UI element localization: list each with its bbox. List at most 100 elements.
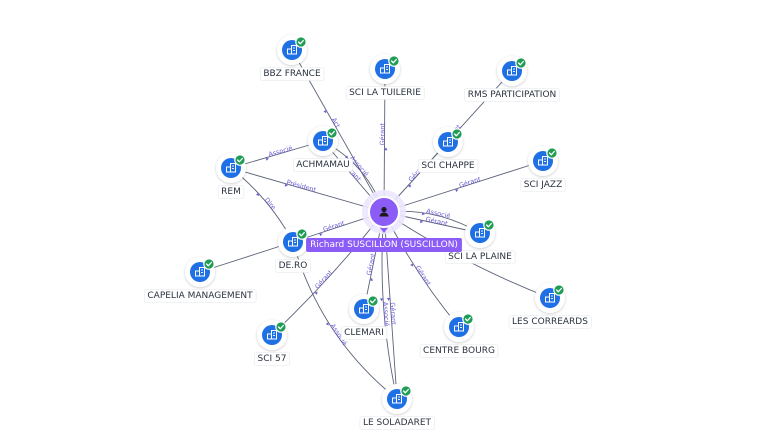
- node-label: REM: [217, 185, 245, 199]
- edge-arrow-icon: [421, 212, 425, 216]
- node-label: CLEMARI: [340, 326, 388, 340]
- company-icon: [195, 267, 205, 277]
- node-rem[interactable]: REM: [216, 153, 246, 199]
- company-icon: [443, 137, 453, 147]
- node-label: SCI LA PLAINE: [444, 250, 516, 264]
- node-label: CENTRE BOURG: [419, 344, 499, 358]
- company-icon: [392, 394, 402, 404]
- node-plaine[interactable]: SCI LA PLAINE: [444, 218, 516, 264]
- node-label-text: ACHMAMAU: [296, 160, 349, 170]
- verified-check-icon: [388, 55, 400, 67]
- node-label-text: LE SOLADARET: [363, 418, 432, 428]
- node-label-text: SCI 57: [258, 354, 287, 364]
- verified-check-icon: [367, 295, 379, 307]
- node-label: ACHMAMAU: [292, 158, 354, 172]
- center-node[interactable]: Richard SUSCILLON (SUSCILLON): [306, 190, 462, 252]
- company-icon: [507, 66, 517, 76]
- edge-label: Gérant: [322, 219, 346, 234]
- company-icon: [380, 64, 390, 74]
- verified-check-icon: [326, 127, 338, 139]
- verified-check-icon: [296, 228, 308, 240]
- company-icon: [318, 136, 328, 146]
- node-clemari[interactable]: CLEMARI: [340, 294, 388, 340]
- edge-label: Gérant: [378, 123, 386, 146]
- node-label: BBZ FRANCE: [260, 67, 325, 81]
- label-background: [144, 289, 257, 303]
- center-label-background: [306, 238, 462, 252]
- company-icon: [287, 45, 297, 55]
- node-label-text: CENTRE BOURG: [423, 346, 495, 356]
- node-label: SCI LA TUILERIE: [345, 86, 425, 100]
- node-label-text: LES CORREARDS: [512, 317, 588, 327]
- company-icon: [454, 322, 464, 332]
- node-label: CAPELIA MANAGEMENT: [144, 289, 257, 303]
- node-label-text: RMS PARTICIPATION: [468, 90, 557, 100]
- label-background: [292, 158, 354, 172]
- edge-arrow-icon: [419, 220, 424, 223]
- center-label: Richard SUSCILLON (SUSCILLON): [306, 238, 462, 252]
- nodes-layer: BBZ FRANCE SCI LA TUILERIE RMS PARTICIPATI…: [144, 35, 592, 430]
- verified-check-icon: [483, 219, 495, 231]
- node-capelia[interactable]: CAPELIA MANAGEMENT: [144, 257, 257, 303]
- verified-check-icon: [462, 313, 474, 325]
- node-achmamau[interactable]: ACHMAMAU: [292, 126, 354, 172]
- node-label-text: REM: [221, 187, 241, 197]
- edge-arrow-icon: [265, 157, 270, 161]
- node-soladaret[interactable]: LE SOLADARET: [359, 384, 435, 430]
- node-correards[interactable]: LES CORREARDS: [508, 283, 592, 329]
- label-background: [359, 416, 435, 430]
- verified-check-icon: [400, 385, 412, 397]
- node-label: DE.RO: [275, 259, 311, 273]
- edge-arrow-icon: [255, 192, 260, 197]
- node-dero[interactable]: DE.RO: [275, 227, 311, 273]
- company-icon: [267, 330, 277, 340]
- verified-check-icon: [553, 284, 565, 296]
- edge-arrow-icon: [314, 291, 318, 295]
- edge-arrow-icon: [410, 263, 414, 267]
- node-label-text: CAPELIA MANAGEMENT: [147, 291, 253, 301]
- node-tuilerie[interactable]: SCI LA TUILERIE: [345, 54, 425, 100]
- node-label-text: SCI CHAPPE: [421, 161, 475, 171]
- edge-label: Président: [286, 178, 318, 194]
- node-chappe[interactable]: SCI CHAPPE: [418, 127, 479, 173]
- node-rms[interactable]: RMS PARTICIPATION: [464, 56, 560, 102]
- company-icon: [475, 228, 485, 238]
- edge-center-soladaret: Gérant: [383, 211, 398, 400]
- label-background: [254, 352, 290, 366]
- node-label-text: SCI LA PLAINE: [448, 252, 512, 262]
- edge-arrow-icon: [384, 147, 388, 151]
- edge-arrow-icon: [325, 322, 329, 326]
- node-label-text: DE.RO: [279, 261, 308, 271]
- node-sci57[interactable]: SCI 57: [254, 320, 290, 366]
- node-label: SCI 57: [254, 352, 290, 366]
- label-background: [520, 178, 566, 192]
- edge-arrow-icon: [323, 109, 327, 114]
- edge-arrow-icon: [369, 277, 373, 282]
- company-icon: [359, 304, 369, 314]
- edge-label: Gérant: [365, 252, 377, 276]
- node-label-text: SCI JAZZ: [524, 180, 563, 190]
- company-icon: [538, 156, 548, 166]
- verified-check-icon: [515, 57, 527, 69]
- node-bbz[interactable]: BBZ FRANCE: [260, 35, 325, 81]
- label-background: [217, 185, 245, 199]
- company-icon: [288, 237, 298, 247]
- label-background: [508, 315, 592, 329]
- edge-arrow-icon: [386, 297, 390, 301]
- company-icon: [226, 163, 236, 173]
- edge-arrow-icon: [379, 298, 383, 302]
- node-label: RMS PARTICIPATION: [464, 88, 560, 102]
- verified-check-icon: [234, 154, 246, 166]
- node-bourg[interactable]: CENTRE BOURG: [419, 312, 499, 358]
- verified-check-icon: [203, 258, 215, 270]
- edge-label: Associé: [381, 302, 391, 327]
- verified-check-icon: [451, 128, 463, 140]
- edge-arrow-icon: [284, 183, 288, 187]
- node-label: LES CORREARDS: [508, 315, 592, 329]
- node-jazz[interactable]: SCI JAZZ: [520, 146, 566, 192]
- label-background: [260, 67, 325, 81]
- label-background: [419, 344, 499, 358]
- edge-arrow-icon: [344, 155, 349, 159]
- verified-check-icon: [275, 321, 287, 333]
